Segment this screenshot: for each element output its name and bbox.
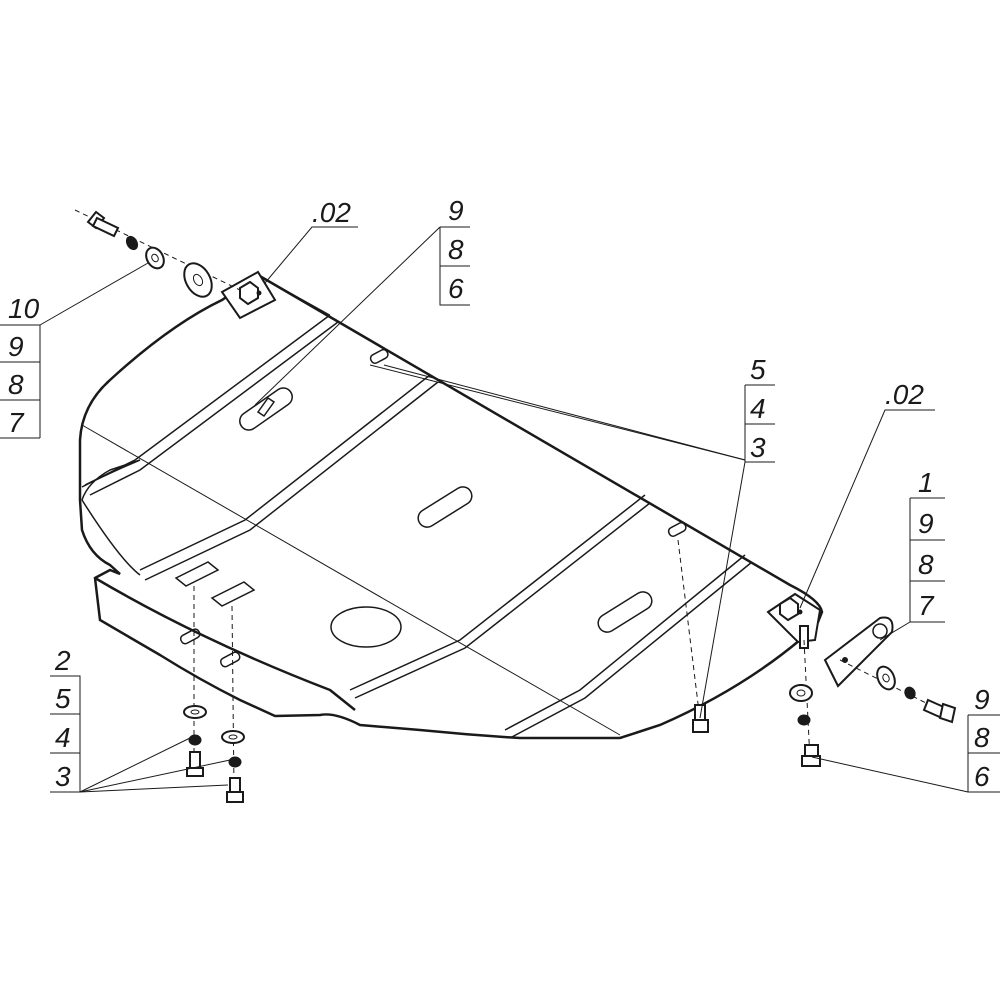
- callout-label: 9: [974, 684, 990, 715]
- callout-bottom-right: 9 8 6: [967, 684, 1000, 793]
- right-bracket: [766, 592, 822, 649]
- callout-label: 2: [54, 645, 71, 676]
- skid-plate: [78, 273, 824, 740]
- callout-label: 5: [750, 354, 766, 385]
- callout-center-right: 5 4 3: [744, 354, 775, 463]
- callout-top-mid: 9 8 6: [439, 195, 470, 306]
- callout-label: .02: [885, 379, 924, 410]
- callout-label: 6: [448, 273, 464, 304]
- callout-bottom-left: 2 5 4 3: [50, 645, 81, 793]
- callout-label: 3: [750, 432, 766, 463]
- callout-label: 8: [8, 369, 24, 400]
- callout-right: 1 9 8 7: [909, 467, 945, 623]
- callout-label: 5: [55, 683, 71, 714]
- callout-top-left: 10 9 8 7: [0, 293, 41, 439]
- callout-bracket-left: .02: [312, 197, 351, 228]
- callout-label: 4: [55, 722, 71, 753]
- right-fastener-stack: [677, 539, 957, 767]
- callout-label: 9: [448, 195, 464, 226]
- callout-label: 6: [974, 761, 990, 792]
- callout-label: 7: [918, 590, 935, 621]
- callout-label: 9: [918, 508, 934, 539]
- callout-label: 4: [750, 393, 766, 424]
- callout-label: 8: [448, 234, 464, 265]
- left-bracket: [220, 270, 277, 320]
- callout-label: .02: [312, 197, 351, 228]
- bottom-left-fastener-stack: [183, 586, 245, 803]
- right-spacer-plate: [823, 616, 894, 688]
- leader-lines: [39, 226, 969, 793]
- callout-label: 7: [8, 407, 25, 438]
- callout-label: 8: [918, 549, 934, 580]
- callout-label: 1: [918, 467, 934, 498]
- callout-label: 8: [974, 722, 990, 753]
- callout-label: 9: [8, 331, 24, 362]
- callout-bracket-right: .02: [885, 379, 924, 410]
- top-left-fastener-stack: [74, 209, 241, 298]
- callout-label: 3: [55, 761, 71, 792]
- callout-label: 10: [8, 293, 40, 324]
